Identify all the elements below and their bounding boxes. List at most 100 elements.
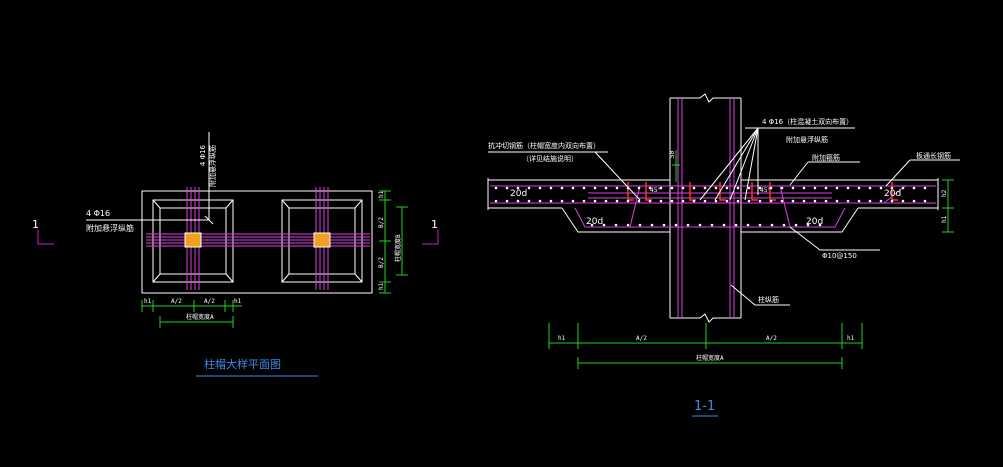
rebar-dot (747, 186, 751, 190)
rebar-dot (674, 223, 678, 227)
rebar-dot (582, 186, 586, 190)
section-column-rebars (677, 98, 735, 318)
rebar-dot (560, 186, 564, 190)
column-right (313, 232, 331, 248)
rebar-dot (857, 186, 861, 190)
section-note-top-line1: 4 Φ16（柱混凝土双向布置） (762, 117, 853, 126)
rebar-dot (505, 199, 509, 203)
rebar-dot (648, 199, 652, 203)
rebar-dot (593, 199, 597, 203)
rebar-dot (527, 199, 531, 203)
rebar-dot (692, 199, 696, 203)
rebar-dot (659, 199, 663, 203)
rebar-dot (780, 199, 784, 203)
plan-horizontal-rebars (146, 233, 370, 247)
angle-label-2: 45° (760, 187, 771, 194)
rebar-dot (758, 223, 762, 227)
rebar-dot (692, 186, 696, 190)
plan-dim-b-total: 柱帽宽度A (186, 313, 214, 321)
section-dim-50-label: 50 (669, 150, 676, 158)
rebar-dot (835, 186, 839, 190)
rebar-dot (714, 186, 718, 190)
rebar-dot (670, 199, 674, 203)
cap-left-outer (152, 199, 234, 283)
rebar-dot (505, 186, 509, 190)
rebar-dot (650, 223, 654, 227)
rebar-dot (818, 223, 822, 227)
rebar-dot (626, 199, 630, 203)
rebar-dot (780, 186, 784, 190)
section-dim-right (942, 179, 954, 233)
section-note-column: 柱纵筋 (758, 295, 779, 304)
rebar-dot (813, 199, 817, 203)
section-note-stirrup: Φ10@150 (822, 252, 857, 260)
rebar-dot (734, 223, 738, 227)
plan-dim-r2: B/2 (378, 217, 385, 228)
anchor-label-2: 20d (586, 217, 603, 227)
section-dim-bottom (548, 323, 863, 369)
plan-dim-b1: h1 (144, 298, 152, 305)
rebar-dot (890, 186, 894, 190)
rebar-dot (571, 199, 575, 203)
rebar-dot (868, 186, 872, 190)
svg-text:1: 1 (431, 218, 438, 231)
rebar-dot (868, 199, 872, 203)
rebar-dot (710, 223, 714, 227)
section-note-left-line1: 抗冲切钢筋（柱帽宽度内双向布置） (488, 141, 600, 150)
plan-note-top-line2: 附加悬浮纵筋 (208, 145, 217, 187)
section-dim-b2: A/2 (636, 335, 647, 342)
rebar-dot (879, 199, 883, 203)
rebar-dot (549, 186, 553, 190)
rebar-dot (602, 223, 606, 227)
angle-label-1: 45° (650, 187, 661, 194)
rebar-dot (590, 223, 594, 227)
section-dim-r1: h2 (941, 189, 948, 197)
cap-left-chamfer (152, 199, 161, 209)
plan-dim-r3: B/2 (378, 257, 385, 268)
section-dim-b1: h1 (558, 335, 566, 342)
svg-text:1: 1 (32, 218, 39, 231)
cap-right-inner (288, 207, 356, 275)
rebar-dot (662, 223, 666, 227)
rebar-dot (782, 223, 786, 227)
cap-right-outer (281, 199, 363, 283)
rebar-dot (494, 186, 498, 190)
rebar-dot (626, 223, 630, 227)
rebar-dot (923, 199, 927, 203)
rebar-dot (736, 186, 740, 190)
cap-right-chamfer (354, 199, 363, 209)
rebar-dot (736, 199, 740, 203)
plan-note-left-line1: 4 Φ16 (86, 209, 110, 218)
rebar-dot (846, 199, 850, 203)
rebar-dot (890, 199, 894, 203)
rebar-dot (681, 186, 685, 190)
rebar-dot (615, 186, 619, 190)
rebar-dot (794, 223, 798, 227)
rebar-dot (516, 186, 520, 190)
rebar-dot (637, 186, 641, 190)
rebar-dot (746, 223, 750, 227)
section-view: 20d 20d 20d 20d 45° 45° (487, 93, 960, 417)
section-note-bar: 附加箍筋 (812, 153, 840, 162)
rebar-dot (901, 199, 905, 203)
section-dim-r2: h1 (941, 215, 948, 223)
section-note-left-line2: （详见结施说明） (522, 154, 578, 163)
rebar-dot (571, 186, 575, 190)
rebar-dot (725, 186, 729, 190)
rebar-dot (604, 186, 608, 190)
section-note-slab: 板通长钢筋 (916, 151, 951, 160)
section-column (669, 93, 742, 323)
section-rebar-dots (494, 186, 927, 227)
rebar-dot (681, 199, 685, 203)
rebar-dot (879, 186, 883, 190)
rebar-dot (747, 199, 751, 203)
cap-right-chamfer (354, 273, 363, 283)
section-slab (487, 178, 939, 233)
cap-left-chamfer (225, 273, 234, 283)
rebar-dot (769, 186, 773, 190)
rebar-dot (686, 223, 690, 227)
rebar-dot (494, 199, 498, 203)
plan-outline (141, 190, 373, 294)
section-mark-left: 1 (32, 218, 54, 245)
